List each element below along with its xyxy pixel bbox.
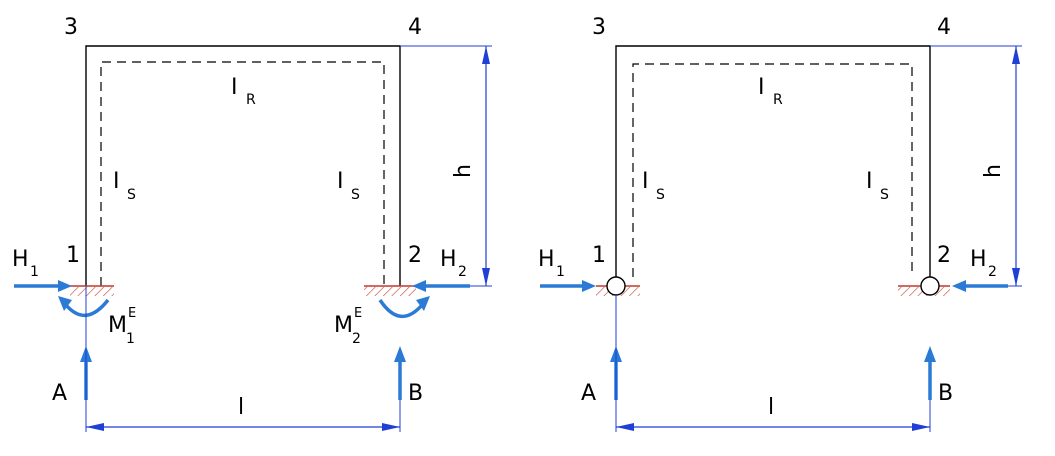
svg-text:l: l — [768, 395, 774, 420]
left-force-h1: H 1 — [12, 247, 72, 292]
svg-text:I: I — [113, 169, 120, 194]
left-fixed-support-2 — [364, 285, 416, 296]
left-node-2-label: 2 — [408, 243, 422, 268]
right-span-dimension: l — [615, 295, 931, 432]
svg-text:1: 1 — [30, 264, 39, 280]
left-span-dimension: l — [85, 286, 401, 432]
svg-text:I: I — [231, 75, 238, 100]
right-force-h2: H 2 — [952, 247, 1008, 292]
right-node-2-label: 2 — [937, 243, 951, 268]
left-frame: 3 4 1 2 I R I S I S H 1 — [12, 15, 492, 432]
svg-text:H: H — [440, 247, 457, 272]
svg-text:S: S — [351, 187, 360, 203]
svg-text:M: M — [334, 313, 353, 338]
right-node-1-label: 1 — [592, 243, 606, 268]
right-height-dimension: h — [930, 45, 1022, 287]
left-frame-outline — [85, 45, 401, 286]
right-node-3-label: 3 — [592, 15, 606, 40]
svg-text:E: E — [354, 306, 362, 321]
hinge-1-icon — [606, 276, 626, 296]
svg-text:B: B — [408, 381, 423, 406]
svg-text:h: h — [451, 164, 476, 178]
right-frame: 3 4 1 2 I R I S I S H — [538, 15, 1022, 432]
svg-text:S: S — [127, 187, 136, 203]
right-node-4-label: 4 — [937, 15, 951, 40]
left-column-inertia-left: I S — [113, 169, 136, 203]
svg-text:E: E — [128, 306, 136, 321]
svg-text:I: I — [642, 169, 649, 194]
left-reaction-b: B — [394, 346, 423, 406]
right-column-inertia-left: I S — [642, 169, 665, 203]
svg-text:S: S — [656, 187, 665, 203]
svg-text:H: H — [538, 247, 555, 272]
left-moment-m1: M 1 E — [58, 296, 136, 347]
right-beam-inertia: I R — [758, 75, 783, 108]
svg-text:h: h — [981, 164, 1006, 178]
svg-text:I: I — [337, 169, 344, 194]
svg-text:M: M — [108, 313, 127, 338]
right-reaction-b: B — [924, 346, 953, 406]
hinge-2-icon — [920, 276, 940, 296]
right-pinned-support-2 — [898, 276, 950, 296]
svg-text:S: S — [880, 187, 889, 203]
left-moment-m2: M 2 E — [334, 296, 430, 347]
svg-text:H: H — [970, 247, 987, 272]
right-frame-outline — [615, 45, 931, 277]
svg-text:I: I — [866, 169, 873, 194]
left-force-h2: H 2 — [412, 247, 470, 292]
svg-text:1: 1 — [556, 264, 565, 280]
svg-text:l: l — [238, 395, 244, 420]
left-node-3-label: 3 — [64, 15, 78, 40]
right-pinned-support-1 — [596, 276, 640, 296]
right-frame-fiber-line — [632, 63, 913, 277]
left-node-1-label: 1 — [66, 243, 80, 268]
svg-text:B: B — [938, 381, 953, 406]
svg-text:R: R — [773, 92, 783, 108]
left-height-dimension: h — [400, 45, 492, 287]
svg-text:1: 1 — [126, 331, 135, 347]
left-column-inertia-right: I S — [337, 169, 360, 203]
svg-text:A: A — [581, 381, 596, 406]
left-fixed-support-1 — [70, 285, 114, 296]
left-beam-inertia: I R — [231, 75, 256, 108]
right-column-inertia-right: I S — [866, 169, 889, 203]
left-node-4-label: 4 — [408, 15, 422, 40]
svg-text:R: R — [246, 92, 256, 108]
svg-text:2: 2 — [458, 264, 467, 280]
svg-text:I: I — [758, 75, 765, 100]
svg-text:2: 2 — [988, 264, 997, 280]
svg-text:2: 2 — [352, 331, 361, 347]
left-frame-fiber-line — [100, 61, 385, 286]
svg-text:A: A — [52, 381, 67, 406]
svg-text:H: H — [12, 247, 29, 272]
right-force-h1: H 1 — [538, 247, 596, 292]
